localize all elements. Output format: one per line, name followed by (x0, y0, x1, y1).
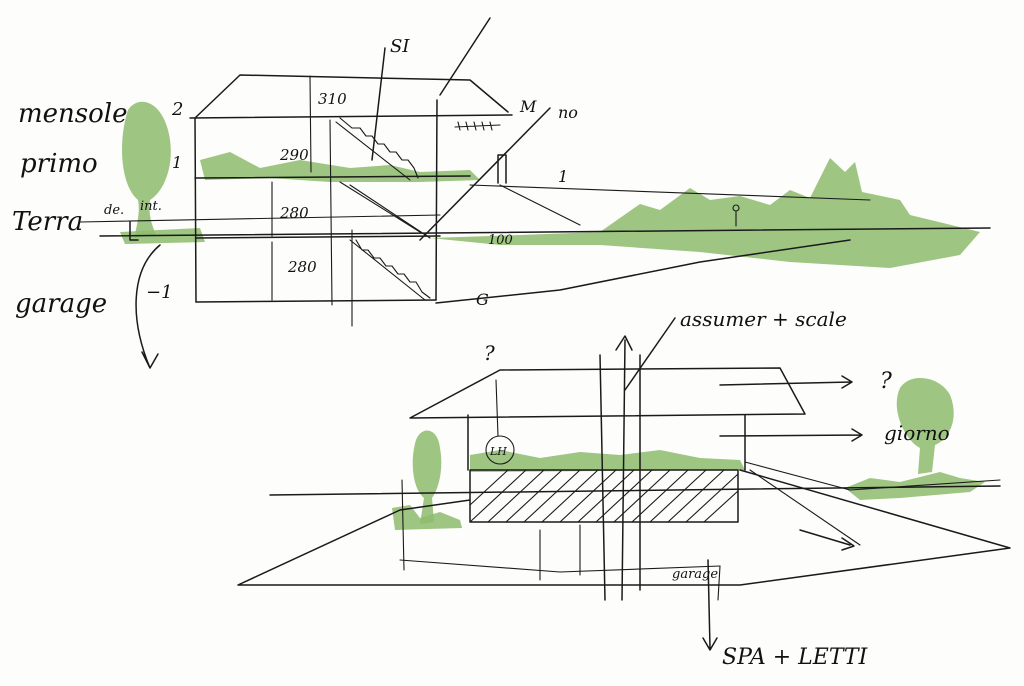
floor-ground (195, 235, 441, 239)
num-first: 1 (172, 153, 182, 172)
terrain-wedge (237, 469, 1011, 586)
person-figure (732, 204, 740, 227)
arrow-right-1 (719, 375, 853, 389)
terrace-grass (470, 450, 745, 472)
floor-basement (195, 299, 437, 303)
tree-left-upper (122, 101, 171, 238)
arrow-left-down (135, 244, 161, 369)
base-hatching (469, 469, 739, 523)
lawn-first-floor (200, 152, 480, 182)
stair-lower (349, 239, 431, 301)
mark-right-2: no (558, 103, 578, 122)
slope-grass (430, 158, 980, 268)
label-ground: Terra (12, 207, 83, 237)
num-ground: de. (104, 203, 124, 218)
arrow-right-2 (719, 428, 863, 442)
terrain-slope (435, 239, 851, 304)
vegetation-lower (392, 378, 985, 530)
labels: mensole primo Terra garage 2 1 de. int. … (12, 36, 950, 670)
side-mark-2: G (476, 290, 489, 309)
wall-right (435, 99, 438, 301)
height-attic: 310 (318, 90, 347, 108)
question-mark: ? (484, 341, 495, 365)
tree-right-lower (896, 378, 954, 474)
stair-middle (339, 181, 431, 239)
circle-note: LH (489, 445, 507, 458)
label-attic: mensole (18, 99, 127, 129)
floor-first (194, 175, 471, 179)
right-label: giorno (884, 421, 950, 445)
roof-outline (194, 74, 509, 119)
misc-left: int. (140, 199, 162, 214)
shrub-lower-left (392, 505, 462, 530)
ground-line-long (99, 227, 991, 237)
vertical-shaft (599, 335, 641, 601)
height-ground: 280 (279, 204, 309, 222)
ground-mark: 100 (488, 233, 513, 248)
right-question: ? (880, 369, 892, 394)
height-basement: 280 (287, 258, 317, 276)
wall-left (194, 117, 197, 303)
garage-note: garage (672, 567, 718, 582)
height-first: 290 (279, 146, 309, 164)
mark-top: SI (390, 36, 410, 57)
label-basement: garage (15, 289, 107, 319)
mark-right: M (519, 97, 537, 116)
annotation-top: assumer + scale (680, 307, 847, 331)
elevation-roof (409, 367, 806, 419)
bottom-label: SPA + LETTI (722, 645, 869, 670)
elevation-drawing (237, 317, 1011, 651)
num-attic: 2 (171, 99, 183, 120)
vegetation-upper (120, 101, 980, 268)
num-basement: −1 (146, 282, 173, 303)
tree-left-lower (412, 430, 442, 524)
section-drawing (79, 17, 991, 369)
label-first: primo (20, 149, 98, 179)
arrow-down-bottom (702, 559, 718, 651)
side-mark-1: 1 (558, 167, 568, 186)
